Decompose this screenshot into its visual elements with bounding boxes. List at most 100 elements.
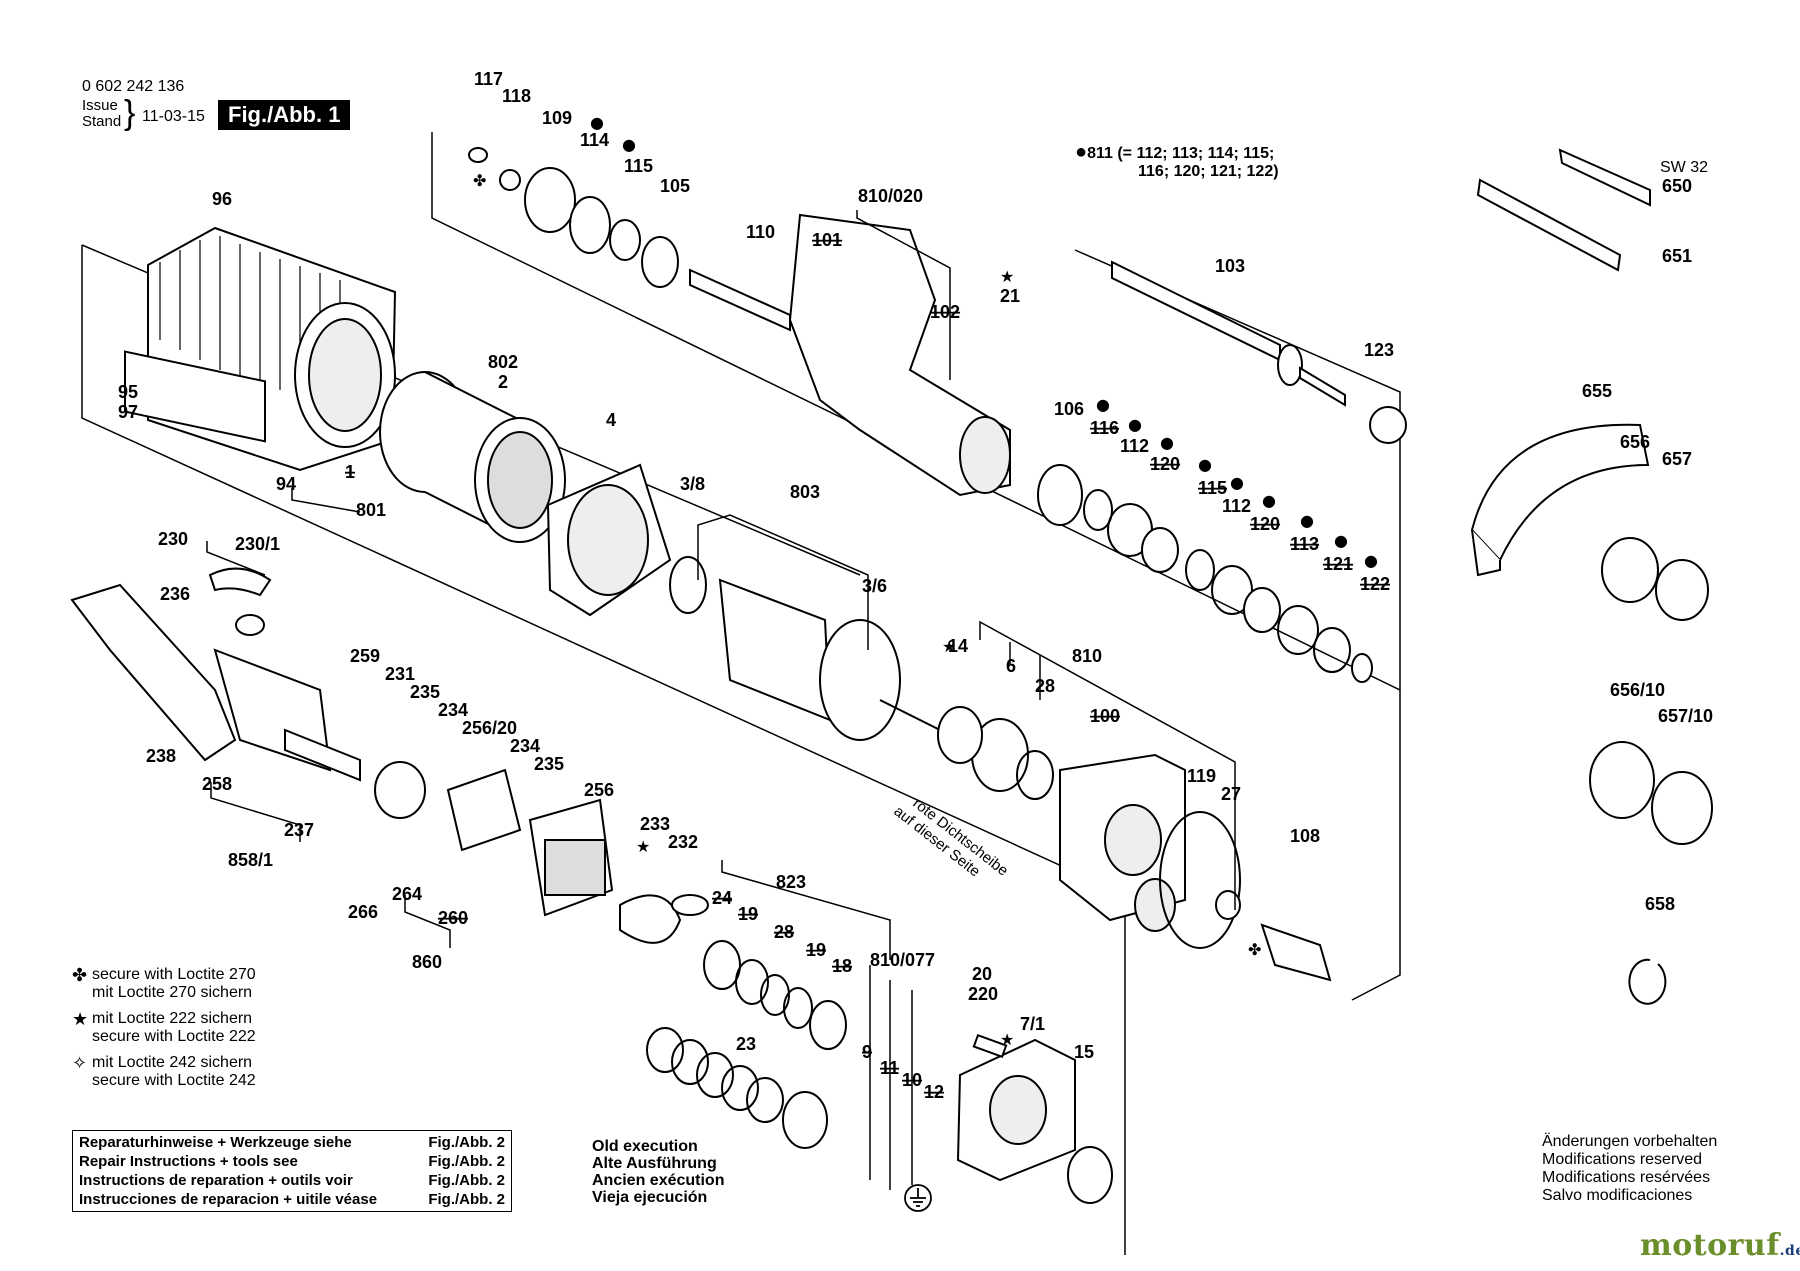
- part-label: 802: [488, 352, 518, 372]
- part-label: 651: [1662, 246, 1692, 266]
- legend-line: secure with Loctite 242: [92, 1072, 256, 1089]
- armature: [669, 556, 961, 741]
- legend-line: mit Loctite 242 sichern: [92, 1054, 253, 1071]
- part-label: 18: [832, 956, 852, 976]
- part-label: 823: [776, 872, 806, 892]
- part-label: 233: [640, 814, 670, 834]
- figure-badge: Fig./Abb. 1: [218, 100, 351, 130]
- dot-icon: ●: [1128, 415, 1142, 434]
- part-label: 112: [1222, 496, 1251, 516]
- repair-row: Instructions de reparation + outils voir…: [79, 1171, 505, 1190]
- part-label: 21: [1000, 286, 1020, 306]
- club-icon: ✤: [1248, 940, 1261, 959]
- part-label: 123: [1364, 340, 1394, 360]
- old-exec-line: Old execution: [592, 1138, 698, 1155]
- part-label: 4: [606, 410, 616, 430]
- part-label: 19: [738, 904, 758, 924]
- part-label: 101: [812, 230, 842, 250]
- star-icon: ★: [636, 837, 650, 856]
- dot-icon: ●: [590, 113, 604, 132]
- dot-icon: ●: [1334, 531, 1348, 550]
- part-label: 220: [968, 984, 998, 1004]
- part-labels: 117 118 109 114 115 105 110 101 810/020 …: [118, 69, 1713, 1102]
- part-label: 19: [806, 940, 826, 960]
- logo-name: motoruf: [1640, 1228, 1780, 1263]
- wrench-size-label: SW 32: [1660, 159, 1708, 176]
- outline-star-icon: ✧: [72, 1053, 88, 1073]
- part-label: 259: [350, 646, 380, 666]
- markers: ● ● ★ ✤ ★ ★ ★ ✤ ● ● ● ● ● ● ● ● ●: [473, 113, 1378, 1049]
- dot-icon: ●: [622, 135, 636, 154]
- seal-note: rote Dichtscheibe auf dieser Seite: [891, 795, 1012, 881]
- old-exec-line: Ancien exécution: [592, 1172, 725, 1189]
- dot-icon: ●: [1096, 395, 1110, 414]
- part-label: 106: [1054, 399, 1084, 419]
- part-label: 102: [930, 302, 960, 322]
- part-label: 14: [948, 636, 968, 656]
- part-label: 121: [1323, 554, 1353, 574]
- repair-ref: Fig./Abb. 2: [428, 1134, 505, 1151]
- part-label: 116: [1090, 418, 1119, 438]
- part-label: 28: [1035, 676, 1055, 696]
- issue-date: 11-03-15: [142, 108, 205, 125]
- part-label: 655: [1582, 381, 1612, 401]
- issue-brace: }: [124, 94, 136, 132]
- part-label: 112: [1120, 436, 1149, 456]
- part-label: 3/8: [680, 474, 705, 494]
- part-label: 256/20: [462, 718, 517, 738]
- part-label: 120: [1250, 514, 1280, 534]
- site-logo[interactable]: motoruf.de: [1640, 1228, 1800, 1263]
- part-label: 110: [746, 222, 775, 242]
- stator: [379, 371, 566, 543]
- wrenches: [1476, 148, 1651, 272]
- part-label: 6: [1006, 656, 1016, 676]
- part-label: 260: [438, 908, 468, 928]
- part-label: 115: [1198, 478, 1227, 498]
- part-label: 109: [542, 108, 572, 128]
- part-label: 27: [1221, 784, 1241, 804]
- mod-line: Änderungen vorbehalten: [1542, 1133, 1718, 1150]
- part-label: 7/1: [1020, 1014, 1045, 1034]
- part-label: 232: [668, 832, 698, 852]
- part-label: 237: [284, 820, 314, 840]
- old-exec-line: Vieja ejecución: [592, 1189, 708, 1206]
- part-label: 810: [1072, 646, 1102, 666]
- part-number: 0 602 242 136: [82, 78, 185, 95]
- legend-line: mit Loctite 270 sichern: [92, 984, 253, 1001]
- part-label: 810/077: [870, 950, 935, 970]
- repair-text: Repair Instructions + tools see: [79, 1153, 298, 1170]
- part-label: 264: [392, 884, 422, 904]
- motor-housing: [124, 226, 397, 472]
- part-label: 235: [410, 682, 440, 702]
- part-label: 108: [1290, 826, 1320, 846]
- mod-line: Modifications resérvées: [1542, 1169, 1711, 1186]
- part-label: 231: [385, 664, 415, 684]
- part-label: 24: [712, 888, 732, 908]
- part-label: 657/10: [1658, 706, 1713, 726]
- part-label: 858/1: [228, 850, 273, 870]
- part-label: 12: [924, 1082, 944, 1102]
- bearing-rings: [1037, 464, 1373, 683]
- part-label: 103: [1215, 256, 1245, 276]
- kit-dot-icon: ●: [1075, 141, 1088, 163]
- part-label: 11: [880, 1058, 899, 1078]
- guard: [1470, 423, 1713, 1005]
- star-icon: ★: [72, 1009, 89, 1029]
- club-icon: ✤: [72, 965, 88, 985]
- old-exec-line: Alte Ausführung: [592, 1155, 717, 1172]
- part-label: 117: [474, 69, 503, 89]
- part-label: 656: [1620, 432, 1650, 452]
- dot-icon: ●: [1262, 491, 1276, 510]
- modifications-note: Änderungen vorbehalten Modifications res…: [1542, 1133, 1717, 1205]
- part-label: 20: [972, 964, 992, 984]
- frame-shaft: [1074, 249, 1401, 690]
- gear-housing: [788, 213, 1011, 497]
- part-label: 120: [1150, 454, 1180, 474]
- part-label: 28: [774, 922, 794, 942]
- switch-assembly: [446, 768, 709, 944]
- part-label: 3/6: [862, 576, 887, 596]
- part-label: 657: [1662, 449, 1692, 469]
